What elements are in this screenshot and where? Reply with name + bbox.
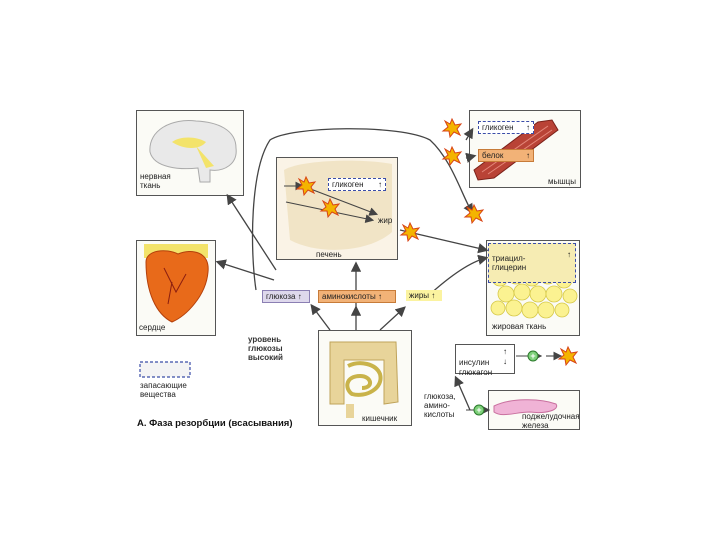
- increase-arrow: ↑: [567, 250, 571, 259]
- intestine-illustration: [329, 341, 399, 418]
- storage-label: запасающие вещества: [140, 381, 187, 399]
- nervous-tissue-label: нервная ткань: [140, 172, 171, 190]
- insulin-increase-arrow: ↑: [503, 347, 507, 356]
- glycogen-liver-tag: гликоген ↑: [328, 178, 386, 191]
- heart-illustration: [144, 244, 209, 323]
- protein-muscle-tag: белок ↑: [478, 149, 534, 162]
- heart-label: сердце: [139, 323, 166, 332]
- increase-arrow: ↑: [297, 292, 302, 301]
- intestine-label: кишечник: [362, 414, 398, 423]
- liver-label: печень: [316, 250, 342, 259]
- flow-arrows: [215, 127, 489, 411]
- increase-arrow: ↑: [378, 180, 382, 189]
- svg-text:+: +: [476, 405, 481, 415]
- fats-tag: жиры ↑: [406, 290, 442, 301]
- plus-circles: + +: [473, 350, 539, 416]
- triacylglycerin-tag: триацил- глицерин ↑: [488, 243, 576, 283]
- increase-arrow: ↑: [526, 123, 530, 132]
- svg-text:+: +: [530, 351, 535, 361]
- storage-legend-swatch: [139, 361, 191, 378]
- insulin-glucagon-label: инсулин глюкагон: [459, 358, 493, 377]
- pancreas-label: поджелудочная железа: [522, 412, 580, 430]
- glucagon-decrease-arrow: ↓: [503, 357, 507, 366]
- brain-illustration: [149, 120, 237, 183]
- liver-fat-label: жир: [378, 216, 393, 225]
- amino-acids-tag: аминокислоты ↑: [318, 290, 396, 303]
- figure-caption: А. Фаза резорбции (всасывания): [137, 418, 293, 429]
- glucose-amino-label: глюкоза, амино- кислоты: [424, 392, 456, 419]
- pancreas-illustration: [493, 399, 558, 416]
- muscles-label: мышцы: [548, 177, 576, 186]
- adipose-label: жировая ткань: [492, 322, 547, 331]
- glycogen-muscle-tag: гликоген ↑: [478, 121, 534, 134]
- hormone-box: [455, 344, 515, 374]
- increase-arrow: ↑: [431, 291, 436, 300]
- starburst-icons: [295, 117, 579, 367]
- increase-arrow: ↑: [526, 151, 530, 160]
- glucose-level-label: уровень глюкозы высокий: [248, 335, 283, 362]
- glucose-tag: глюкоза ↑: [262, 290, 310, 303]
- increase-arrow: ↑: [377, 292, 382, 301]
